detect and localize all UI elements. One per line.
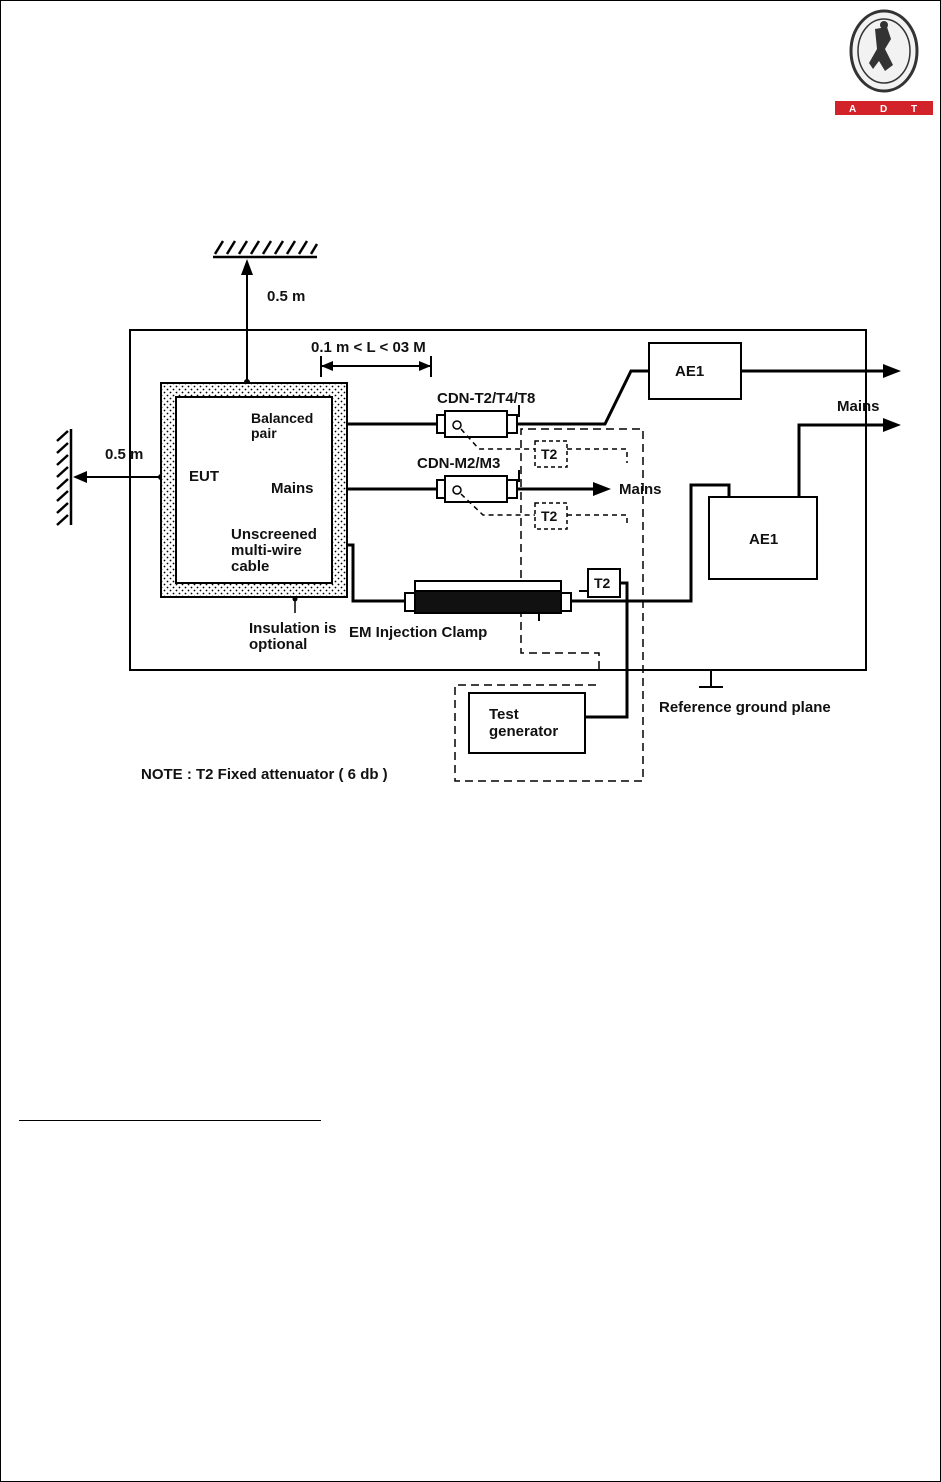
cdn-m-label: CDN-M2/M3 [417,455,500,472]
footnote-divider [19,1120,321,1121]
eut-label: EUT [189,468,219,485]
insulation-label-2: optional [249,636,307,653]
unscreened-cable [347,543,405,603]
insulation-pointer [292,596,298,613]
svg-text:D: D [880,104,887,115]
t2-label-b: T2 [541,508,558,524]
reference-plane-label: Reference ground plane [659,699,831,716]
cdn-t-label: CDN-T2/T4/T8 [437,390,535,407]
ae1-top-cable [517,369,649,426]
top-distance-label: 0.5 m [267,288,305,305]
balanced-pair-label-2: pair [251,425,277,441]
top-wall [213,240,319,259]
unscreened-label-2: multi-wire [231,542,302,559]
ae1-top-label: AE1 [675,363,704,380]
t2-box-b [534,502,568,530]
reference-ground-plane [129,329,867,671]
ae1-right-box [708,496,818,580]
insulation-label-1: Insulation is [249,620,337,637]
cable-length-label: 0.1 m < L < 03 M [311,339,426,356]
test-generator-box [468,692,586,754]
mains-port-label: Mains [271,480,314,497]
ae1-right-cable [571,483,731,603]
mains-right-label: Mains [837,398,880,415]
t2-box-a [534,440,568,468]
test-generator-label-1: Test [489,706,519,723]
balanced-pair-label-1: Balanced [251,410,313,426]
mains-mid-arrow [517,482,611,496]
left-distance-arrow [73,471,164,483]
note-text: NOTE : T2 Fixed attenuator ( 6 db ) [141,766,388,783]
svg-text:T: T [911,104,917,115]
unscreened-label-1: Unscreened [231,526,317,543]
bureau-veritas-adt-logo: A D T [835,9,933,117]
ae1-top-box [648,342,742,400]
ground-symbol [699,670,723,688]
left-distance-label: 0.5 m [105,446,143,463]
cdn-m-device [436,470,520,503]
ae1-right-label: AE1 [749,531,778,548]
t2-label-a: T2 [541,446,558,462]
top-distance-arrow [241,259,253,385]
eut-box [175,396,333,584]
t2-label-c: T2 [594,575,611,591]
cdn-t-feed-dashed [460,428,628,463]
mains-mid-label: Mains [619,481,662,498]
length-dimension [320,356,432,377]
cdn-t-device [436,405,520,438]
cdn-m-feed-dashed [460,493,628,525]
em-injection-clamp [404,580,572,621]
ae1-right-mains-arrow [797,418,901,497]
em-clamp-label: EM Injection Clamp [349,624,487,641]
svg-text:A: A [849,104,856,115]
left-wall [56,429,73,526]
unscreened-label-3: cable [231,558,269,575]
ae1-top-output-arrow [741,364,901,378]
generator-feed [585,581,629,719]
generator-enclosure-dashed [454,428,644,782]
test-generator-label-2: generator [489,723,558,740]
